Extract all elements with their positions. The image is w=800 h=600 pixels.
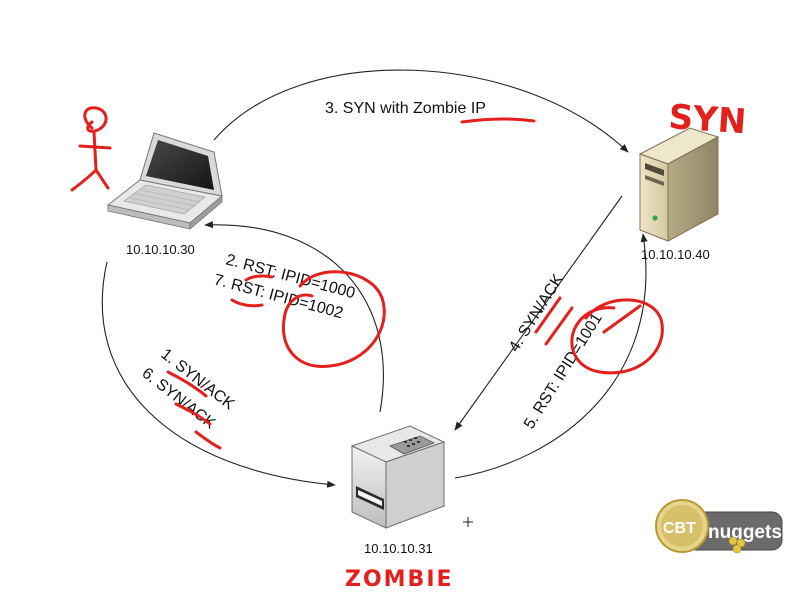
synack-4-underline bbox=[534, 296, 562, 334]
crosshair-cursor-icon bbox=[463, 517, 473, 527]
cbt-nuggets-logo: CBT nuggets bbox=[655, 499, 783, 554]
target-ip: 10.10.10.40 bbox=[641, 247, 710, 262]
ipid-circle bbox=[281, 270, 386, 368]
ipid-1001-stroke bbox=[602, 304, 642, 334]
attacker-figure-sketch bbox=[70, 106, 112, 192]
rst-underline-top bbox=[244, 274, 274, 282]
server-icon bbox=[638, 127, 720, 242]
arrow-step-5 bbox=[454, 233, 648, 479]
zombie-ip: 10.10.10.31 bbox=[364, 541, 433, 556]
arrow-step-1-6 bbox=[101, 261, 336, 488]
logo-right-text: nuggets bbox=[708, 522, 782, 543]
laptop-icon bbox=[106, 132, 224, 230]
logo-left-text: CBT bbox=[663, 520, 696, 537]
arrow-step-4 bbox=[454, 195, 623, 431]
synack-underline-2 bbox=[174, 402, 212, 426]
arrow-step-2-7 bbox=[204, 221, 384, 413]
target-annotation: SYN bbox=[667, 97, 747, 142]
printer-icon bbox=[350, 425, 446, 529]
step-3-label: 3. SYN with Zombie IP bbox=[325, 100, 486, 117]
arrow-step-3 bbox=[213, 69, 629, 153]
step-4-label: 4. SYN/ACK bbox=[506, 271, 567, 355]
ipid-1001-circle bbox=[570, 298, 664, 375]
synack-underline-1 bbox=[166, 370, 208, 398]
rst-underline-bottom bbox=[230, 298, 264, 308]
attacker-ip: 10.10.10.30 bbox=[126, 242, 195, 257]
zombie-ip-underline bbox=[460, 117, 536, 124]
synack-4-underline-2 bbox=[544, 306, 574, 346]
zombie-annotation: ZOMBIE bbox=[345, 567, 454, 592]
synack-underline-3 bbox=[194, 430, 222, 450]
